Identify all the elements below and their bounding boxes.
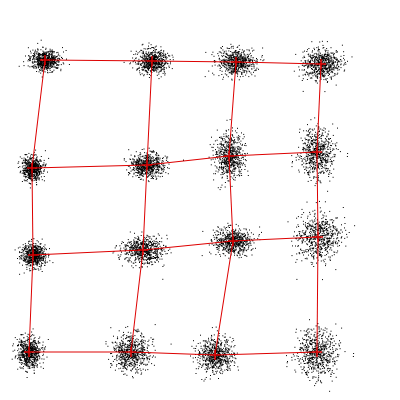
edge-v-c3-r2 xyxy=(316,236,319,353)
edge-v-c2-r0 xyxy=(228,61,237,157)
point-clusters xyxy=(11,39,356,392)
node-marker-r3-c2 xyxy=(210,350,220,360)
node-marker-r2-c3 xyxy=(313,232,323,242)
edge-v-c2-r2 xyxy=(214,240,234,356)
edge-h-r0-c0 xyxy=(44,59,153,62)
edge-v-c3-r1 xyxy=(316,151,319,238)
node-marker-r2-c1 xyxy=(138,245,148,255)
cluster-r2-c3 xyxy=(287,200,356,281)
edge-h-r1-c0 xyxy=(31,164,148,169)
node-marker-r0-c3 xyxy=(316,59,326,69)
cluster-r2-c0 xyxy=(14,238,54,275)
node-marker-r2-c2 xyxy=(228,236,238,246)
edge-h-r1-c1 xyxy=(146,155,230,166)
node-marker-r3-c1 xyxy=(126,347,136,357)
edge-h-r2-c1 xyxy=(142,240,234,251)
edge-v-c1-r1 xyxy=(142,164,148,251)
node-marker-r0-c2 xyxy=(231,57,241,67)
edge-h-r2-c2 xyxy=(232,236,319,242)
node-marker-r3-c0 xyxy=(24,347,34,357)
edge-v-c2-r1 xyxy=(228,155,234,242)
edge-h-r1-c2 xyxy=(228,151,318,157)
node-marker-r2-c0 xyxy=(28,250,38,260)
cluster-r3-c1 xyxy=(105,324,172,379)
node-marker-r0-c0 xyxy=(40,55,50,65)
cluster-r0-c3 xyxy=(293,40,353,93)
cluster-r3-c3 xyxy=(286,319,355,392)
node-marker-r3-c3 xyxy=(312,347,322,357)
edge-v-c1-r2 xyxy=(130,249,144,353)
node-marker-r1-c1 xyxy=(142,160,152,170)
node-marker-r1-c2 xyxy=(224,151,234,161)
edge-h-r0-c2 xyxy=(235,61,322,65)
cluster-r1-c3 xyxy=(291,117,349,192)
edge-h-r2-c0 xyxy=(32,249,144,256)
node-marker-r1-c0 xyxy=(27,163,37,173)
edge-h-r0-c1 xyxy=(151,60,237,63)
node-markers xyxy=(24,55,326,360)
edge-h-r3-c1 xyxy=(130,351,216,356)
node-marker-r1-c3 xyxy=(312,147,322,157)
edge-v-c0-r2 xyxy=(28,254,34,353)
edge-h-r3-c2 xyxy=(214,351,318,356)
edge-v-c0-r1 xyxy=(31,167,34,256)
node-marker-r0-c1 xyxy=(147,56,157,66)
cluster-r3-c0 xyxy=(11,328,49,378)
edge-v-c3-r0 xyxy=(316,63,322,153)
edge-v-c0-r0 xyxy=(31,59,46,169)
cluster-r0-c0 xyxy=(18,39,70,78)
edge-v-c1-r0 xyxy=(146,60,153,166)
grid-edges xyxy=(28,59,322,356)
